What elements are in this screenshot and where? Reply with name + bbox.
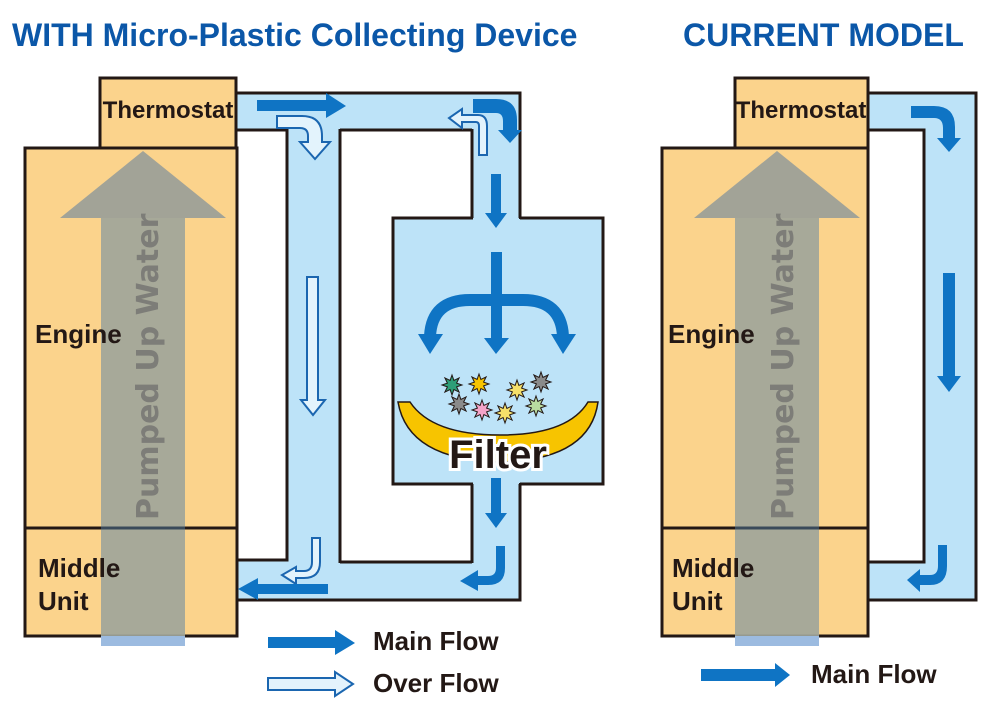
- filter-unit: Filter: [397, 370, 599, 480]
- legend-main-flow-label: Main Flow: [373, 626, 499, 656]
- filter-basket: [397, 401, 599, 463]
- left-pumped-label: Pumped Up Water: [131, 213, 166, 520]
- left-panel-title: WITH Micro-Plastic Collecting Device: [12, 17, 577, 53]
- filter-label: Filter: [449, 433, 547, 477]
- right-legend-main-flow-label: Main Flow: [811, 659, 937, 689]
- main-flow-arrow-into-filter: [485, 174, 507, 228]
- main-flow-arrow-out-filter: [485, 478, 507, 528]
- over-flow-arrow-top-left: [447, 107, 488, 156]
- left-engine-label: Engine: [35, 319, 122, 349]
- right-pipe-outer: [866, 91, 978, 602]
- over-flow-arrow-bottom-left: [280, 537, 321, 586]
- over-flow-arrow-top-down: [276, 115, 333, 161]
- micro-plastic-particles: [440, 370, 553, 425]
- right-middle-label-2: Unit: [672, 586, 723, 616]
- left-pumped-water-arrow: [60, 151, 226, 646]
- right-engine-label: Engine: [668, 319, 755, 349]
- right-panel-title: CURRENT MODEL: [683, 17, 964, 53]
- left-middle-label-1: Middle: [38, 553, 120, 583]
- legend-over-flow-icon: [267, 670, 355, 698]
- left-legend: Main Flow Over Flow: [267, 626, 499, 698]
- micro-plastic-particle: [493, 401, 517, 425]
- right-engine-assembly: Thermostat Engine Pumped Up Water Middle…: [660, 76, 870, 646]
- over-flow-arrow-left-down: [298, 276, 328, 417]
- right-legend-main-flow-icon: [701, 663, 790, 687]
- left-flow-arrows: [238, 93, 576, 600]
- main-flow-split-arrow: [418, 252, 576, 354]
- right-middle-label-1: Middle: [672, 553, 754, 583]
- right-flow-arrows: [907, 106, 961, 592]
- micro-plastic-particle: [505, 378, 529, 402]
- right-legend: Main Flow: [701, 659, 937, 689]
- left-engine-assembly: Thermostat Engine Pumped Up Water Middle…: [23, 76, 239, 646]
- right-main-flow-arrow-down: [937, 273, 961, 392]
- right-thermostat-box: [733, 76, 870, 150]
- main-flow-arrow-top-right: [257, 93, 346, 118]
- main-flow-arrow-bottom-bend: [460, 546, 505, 591]
- left-thermostat-label: Thermostat: [103, 97, 234, 124]
- micro-plastic-particle: [470, 398, 494, 422]
- legend-over-flow-label: Over Flow: [373, 668, 499, 698]
- micro-plastic-particle: [467, 372, 491, 396]
- micro-plastic-particle: [529, 370, 553, 394]
- left-pipe-system: [234, 91, 605, 602]
- micro-plastic-particle: [440, 373, 464, 397]
- legend-main-flow-icon: [268, 630, 355, 655]
- right-thermostat-label: Thermostat: [736, 97, 867, 124]
- main-flow-arrow-bottom-left: [238, 578, 328, 600]
- right-pumped-label: Pumped Up Water: [766, 213, 801, 520]
- right-main-flow-arrow-top-bend: [911, 106, 961, 152]
- micro-plastic-particle: [447, 392, 471, 416]
- micro-plastic-particle: [524, 394, 548, 418]
- right-main-flow-arrow-bottom-bend: [907, 545, 947, 592]
- right-pumped-water-arrow: [694, 151, 860, 646]
- main-flow-arrow-top-bend: [473, 99, 522, 143]
- left-middle-label-2: Unit: [38, 586, 89, 616]
- right-pipe-system: [866, 91, 978, 602]
